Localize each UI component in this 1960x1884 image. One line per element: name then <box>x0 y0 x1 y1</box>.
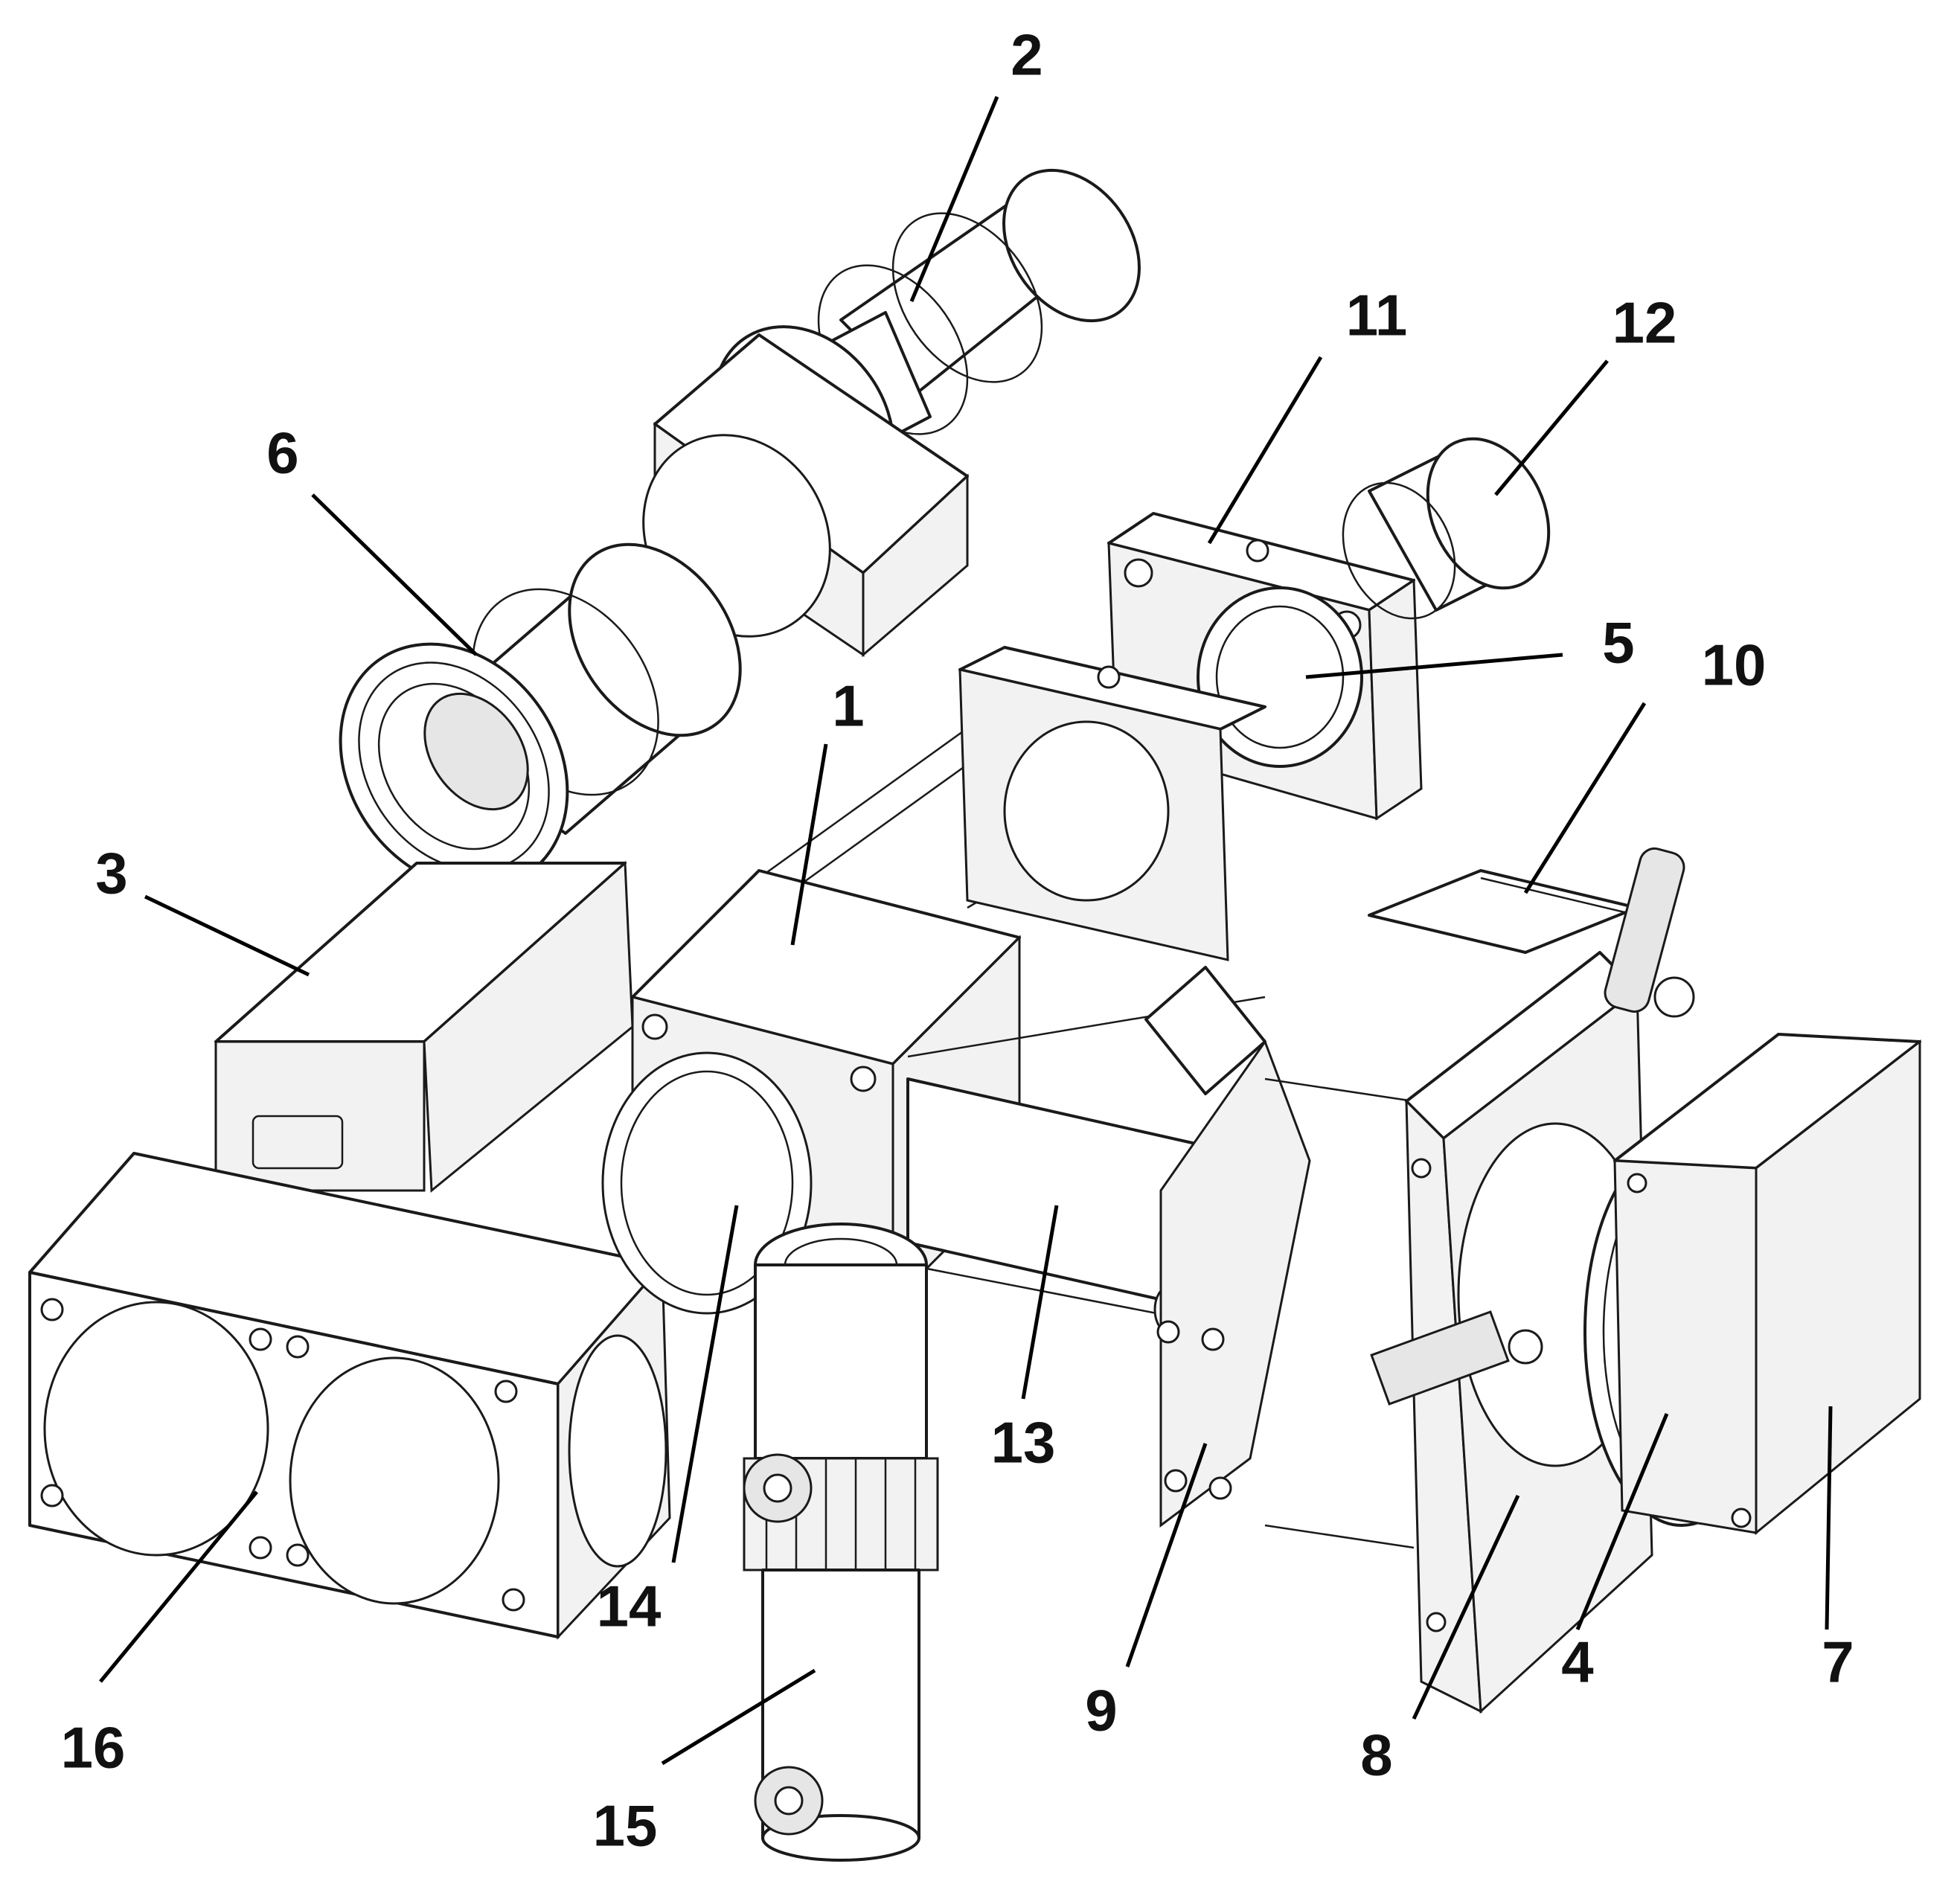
callout-12: 12 <box>1612 290 1677 356</box>
callout-6: 6 <box>266 420 298 486</box>
leader-5 <box>1305 653 1563 679</box>
leader-9 <box>1125 1443 1208 1667</box>
leader-8 <box>1412 1494 1520 1720</box>
part-16-splitter-block <box>28 1152 671 1640</box>
part-3-camera-body <box>214 860 634 1193</box>
leader-1 <box>790 743 828 946</box>
leader-15 <box>661 1668 816 1766</box>
callout-4: 4 <box>1561 1630 1593 1695</box>
leader-7 <box>1825 1406 1833 1630</box>
callout-9: 9 <box>1085 1678 1117 1743</box>
part-15-post-clamp <box>743 1223 939 1862</box>
callout-8: 8 <box>1360 1723 1392 1788</box>
leader-12 <box>1494 359 1609 496</box>
leader-2 <box>909 96 999 302</box>
leader-10 <box>1523 702 1647 894</box>
callout-2: 2 <box>1011 22 1043 88</box>
adjuster-knob-right <box>1604 847 1695 1018</box>
callout-5: 5 <box>1602 610 1634 676</box>
part-13-tube-and-rods <box>906 996 1266 1333</box>
callout-13: 13 <box>991 1410 1056 1476</box>
part-7-end-cap <box>1613 1033 1921 1536</box>
callout-1: 1 <box>832 673 864 739</box>
callout-14: 14 <box>597 1574 662 1639</box>
part-9-bracket <box>1144 966 1311 1528</box>
leader-11 <box>1207 356 1323 545</box>
leader-16 <box>99 1490 258 1683</box>
callout-15: 15 <box>593 1793 658 1859</box>
callout-16: 16 <box>61 1715 126 1781</box>
cube-mount-upper <box>642 333 969 658</box>
callout-3: 3 <box>95 841 127 906</box>
leader-6 <box>311 493 478 656</box>
middle-cage-plate <box>958 646 1266 961</box>
leader-4 <box>1575 1413 1669 1630</box>
callout-10: 10 <box>1702 632 1767 698</box>
part-12-eyepiece <box>1342 437 1551 620</box>
leader-13 <box>1021 1205 1059 1400</box>
leader-14 <box>671 1205 739 1563</box>
part-5-lens-tube <box>1197 586 1363 768</box>
leader-3 <box>144 894 310 977</box>
leader-lines <box>99 96 1833 1766</box>
callout-labels: 1 2 3 4 5 6 7 8 9 10 11 12 13 14 15 16 <box>61 22 1854 1859</box>
part-6-camera-lens <box>339 542 742 891</box>
callout-7: 7 <box>1822 1630 1854 1695</box>
callout-11: 11 <box>1346 283 1407 348</box>
